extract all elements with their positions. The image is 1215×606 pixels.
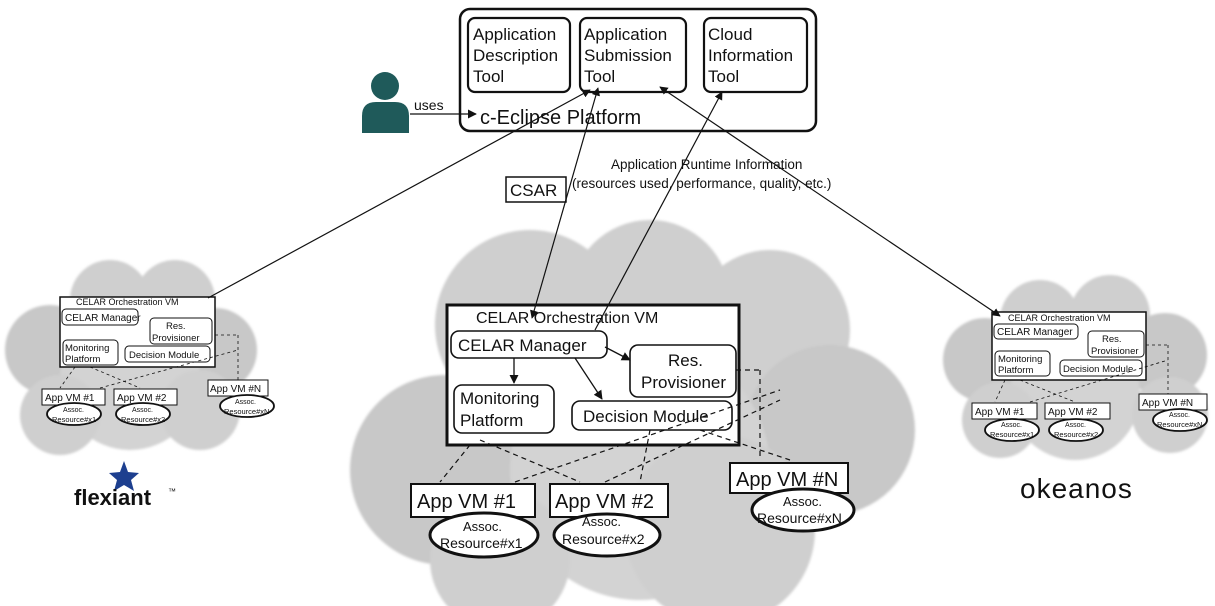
svg-text:Platform: Platform (998, 365, 1033, 376)
svg-text:Resource#x1: Resource#x1 (52, 415, 96, 424)
application-description-tool: Application Description Tool (466, 16, 572, 94)
svg-text:Res.: Res. (668, 351, 703, 370)
svg-text:Assoc.: Assoc. (132, 407, 153, 414)
svg-text:okeanos: okeanos (1020, 473, 1133, 504)
cloud-information-tool: Cloud Information Tool (702, 16, 809, 94)
svg-text:Assoc.: Assoc. (63, 407, 84, 414)
svg-text:Assoc.: Assoc. (582, 514, 621, 529)
csar-box: CSAR (505, 176, 567, 203)
svg-text:Assoc.: Assoc. (1169, 412, 1190, 419)
svg-text:CELAR Manager: CELAR Manager (997, 327, 1073, 338)
platform-label: c-Eclipse Platform (480, 107, 641, 129)
svg-text:Resource#xN: Resource#xN (1157, 420, 1202, 429)
csar-arrow (530, 87, 600, 319)
svg-text:Assoc.: Assoc. (463, 519, 502, 534)
uses-label: uses (414, 97, 444, 113)
svg-text:Platform: Platform (460, 411, 523, 430)
tool-label-line: Description (473, 46, 558, 65)
cloud-center: CELAR Orchestration VM CELAR Manager Res… (350, 220, 915, 606)
svg-text:App VM #1: App VM #1 (975, 407, 1025, 418)
svg-text:Assoc.: Assoc. (1001, 422, 1022, 429)
app-vm-n: App VM #N Assoc. Resource#xN (729, 462, 856, 533)
svg-text:Resource#x1: Resource#x1 (990, 430, 1034, 439)
svg-text:App VM #1: App VM #1 (417, 491, 516, 513)
c-eclipse-platform: Application Description Tool Application… (458, 7, 818, 133)
cloud-right: CELAR Orchestration VM CELAR Manager Res… (943, 275, 1208, 460)
monitoring-platform: Monitoring Platform (453, 384, 555, 434)
svg-text:Assoc.: Assoc. (1065, 422, 1086, 429)
res-provisioner: Res. Provisioner (629, 344, 737, 398)
tool-label-line: Submission (584, 46, 672, 65)
orchestration-vm: CELAR Orchestration VM CELAR Manager Res… (445, 303, 741, 447)
svg-text:App VM #1: App VM #1 (45, 393, 95, 404)
svg-text:Platform: Platform (65, 354, 100, 365)
connection-arrows (207, 86, 1001, 331)
decision-module: Decision Module (571, 400, 733, 431)
orchestration-title: CELAR Orchestration VM (476, 310, 658, 327)
app-vm-2: App VM #2 Assoc. Resource#x2 (549, 483, 669, 558)
svg-text:App VM #N: App VM #N (1142, 398, 1193, 409)
tool-label-line: Tool (473, 67, 504, 86)
application-submission-tool: Application Submission Tool (578, 16, 688, 94)
svg-text:App VM #2: App VM #2 (1048, 407, 1098, 418)
svg-text:CSAR: CSAR (510, 181, 557, 200)
svg-text:Provisioner: Provisioner (641, 373, 726, 392)
svg-text:CELAR Orchestration VM: CELAR Orchestration VM (76, 297, 179, 307)
user-icon (362, 72, 409, 133)
svg-text:Resource#x2: Resource#x2 (562, 531, 645, 547)
svg-text:Assoc.: Assoc. (235, 399, 256, 406)
svg-text:Res.: Res. (166, 321, 186, 332)
runtime-info-line1: Application Runtime Information (611, 157, 802, 172)
tool-label-line: Application (473, 25, 556, 44)
svg-text:Assoc.: Assoc. (783, 494, 822, 509)
tool-label-line: Tool (584, 67, 615, 86)
tool-label-line: Cloud (708, 25, 752, 44)
svg-text:Decision Module: Decision Module (1063, 364, 1133, 375)
app-vm-1: App VM #1 Assoc. Resource#x1 (410, 483, 540, 559)
svg-text:Provisioner: Provisioner (152, 333, 200, 344)
dashed-links (439, 369, 791, 483)
svg-text:Monitoring: Monitoring (65, 343, 109, 354)
svg-text:flexiant: flexiant (74, 485, 152, 510)
svg-text:Resource#x2: Resource#x2 (121, 415, 165, 424)
svg-text:App VM #2: App VM #2 (117, 393, 167, 404)
svg-text:Res.: Res. (1102, 334, 1122, 345)
resource-x1 (428, 511, 540, 559)
svg-text:Decision Module: Decision Module (129, 350, 199, 361)
svg-text:CELAR Manager: CELAR Manager (458, 336, 587, 355)
svg-text:Resource#x2: Resource#x2 (1054, 430, 1098, 439)
svg-text:Monitoring: Monitoring (460, 389, 539, 408)
right-cloud-arrow (659, 86, 1001, 317)
resource-x2 (552, 512, 662, 558)
runtime-info-line2: (resources used, performance, quality, e… (572, 176, 831, 191)
svg-text:Decision Module: Decision Module (583, 407, 709, 426)
resource-xn (750, 487, 856, 533)
celar-manager: CELAR Manager (450, 330, 608, 359)
left-cloud-arrow (207, 89, 591, 299)
star-icon (109, 461, 139, 491)
svg-text:Resource#xN: Resource#xN (224, 407, 269, 416)
tool-label-line: Information (708, 46, 793, 65)
svg-text:Monitoring: Monitoring (998, 354, 1042, 365)
tool-label-line: Tool (708, 67, 739, 86)
flexiant-logo: flexiant ™ (74, 461, 176, 510)
tool-label-line: Application (584, 25, 667, 44)
svg-text:Resource#x1: Resource#x1 (440, 535, 523, 551)
svg-text:Resource#xN: Resource#xN (757, 510, 842, 526)
cloud-left: CELAR Orchestration VM CELAR Manager Res… (5, 260, 275, 455)
svg-text:App VM #N: App VM #N (210, 384, 261, 395)
svg-text:App VM #N: App VM #N (736, 469, 838, 491)
okeanos-logo: okeanos (1020, 473, 1133, 504)
svg-text:CELAR Orchestration VM: CELAR Orchestration VM (1008, 313, 1111, 323)
svg-text:CELAR Manager: CELAR Manager (65, 313, 141, 324)
svg-text:Provisioner: Provisioner (1091, 346, 1139, 357)
svg-text:™: ™ (168, 487, 176, 496)
svg-text:App VM #2: App VM #2 (555, 491, 654, 513)
